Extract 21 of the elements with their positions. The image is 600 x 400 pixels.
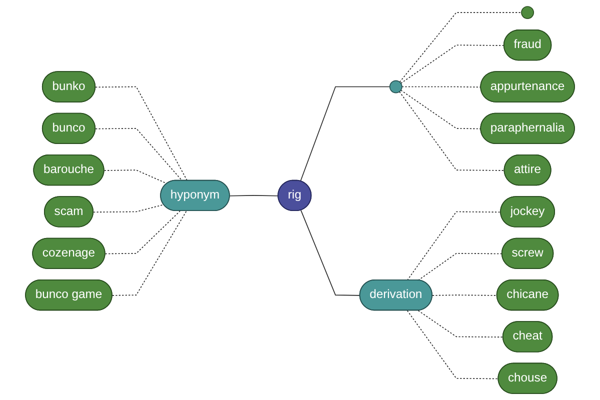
connector [418, 252, 503, 281]
connector [399, 12, 522, 82]
connector [95, 86, 188, 182]
node-circle [389, 80, 402, 94]
connector [300, 86, 390, 182]
connector [93, 204, 164, 213]
connector [418, 310, 504, 338]
connector [300, 210, 361, 296]
connector [400, 44, 505, 84]
connector [406, 310, 499, 380]
connector [399, 91, 505, 171]
connector [95, 128, 183, 182]
node-circle [521, 6, 534, 19]
connector [432, 294, 498, 296]
connector [402, 86, 482, 88]
connector [104, 210, 180, 254]
connector [112, 210, 187, 296]
connector [406, 211, 502, 281]
connector [104, 170, 168, 184]
connector [400, 90, 482, 130]
connector [229, 195, 279, 196]
